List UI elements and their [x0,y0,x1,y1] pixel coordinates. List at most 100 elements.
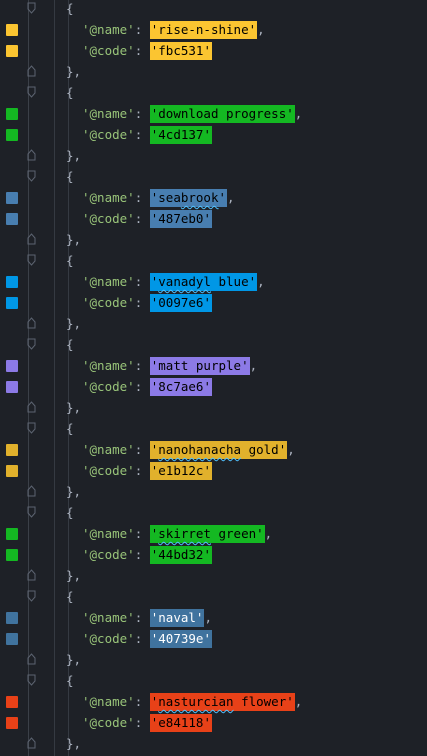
name-property: '@name': 'rise-n-shine', [82,19,265,40]
spelling-warning[interactable]: nasturcian [158,694,234,709]
color-name-value: 'nanohanacha gold' [149,441,288,459]
color-name-value: 'matt purple' [149,357,250,375]
fold-toggle-icon[interactable] [27,254,36,266]
colon: : [134,190,150,205]
color-swatch-icon[interactable] [6,24,18,36]
name-property-line: '@name': 'seabrook', [0,187,427,208]
color-swatch-icon[interactable] [6,696,18,708]
code-property-line: '@code': 'e1b12c' [0,460,427,481]
open-brace: { [66,1,74,16]
color-swatch-icon[interactable] [6,129,18,141]
fold-end-icon[interactable] [27,65,36,77]
spelling-warning[interactable]: vanadyl [158,274,211,289]
close-brace: }, [66,64,82,79]
colon: : [134,715,150,730]
colon: : [134,106,150,121]
color-code-value: '44bd32' [149,546,212,564]
colon: : [134,694,150,709]
spelling-warning[interactable]: brook [180,190,219,205]
color-swatch-icon[interactable] [6,381,18,393]
color-swatch-icon[interactable] [6,717,18,729]
gutter-divider [28,0,29,756]
fold-toggle-icon[interactable] [27,422,36,434]
color-swatch-icon[interactable] [6,213,18,225]
fold-toggle-icon[interactable] [27,590,36,602]
code-property-line: '@code': 'fbc531' [0,40,427,61]
name-key: '@name' [82,22,135,37]
fold-end-icon[interactable] [27,569,36,581]
fold-end-icon[interactable] [27,737,36,749]
fold-end-icon[interactable] [27,149,36,161]
color-swatch-icon[interactable] [6,108,18,120]
code-key: '@code' [82,127,135,142]
close-brace: }, [66,736,82,751]
code-property: '@code': '40739e' [82,628,212,649]
comma: , [204,610,212,625]
object-open-line: { [0,250,427,271]
code-key: '@code' [82,463,135,478]
color-swatch-icon[interactable] [6,528,18,540]
color-code-value: '40739e' [149,630,212,648]
object-close-line: }, [0,481,427,502]
color-swatch-icon[interactable] [6,192,18,204]
fold-toggle-icon[interactable] [27,86,36,98]
color-name-value: 'rise-n-shine' [149,21,258,39]
colon: : [134,379,150,394]
fold-toggle-icon[interactable] [27,674,36,686]
close-brace: }, [66,148,82,163]
fold-toggle-icon[interactable] [27,338,36,350]
color-swatch-icon[interactable] [6,276,18,288]
fold-toggle-icon[interactable] [27,2,36,14]
color-swatch-icon[interactable] [6,360,18,372]
colon: : [134,295,150,310]
open-brace: { [66,505,74,520]
color-code-value: '0097e6' [149,294,212,312]
comma: , [264,526,273,541]
color-code-value: 'e84118' [149,714,212,732]
spelling-warning[interactable]: nanohanacha [158,442,242,457]
open-brace: { [66,253,74,268]
color-swatch-icon[interactable] [6,297,18,309]
comma: , [257,22,265,37]
color-swatch-icon[interactable] [6,444,18,456]
object-close-line: }, [0,145,427,166]
object-close-line: }, [0,733,427,754]
fold-end-icon[interactable] [27,653,36,665]
comma: , [249,358,258,373]
fold-end-icon[interactable] [27,401,36,413]
colon: : [134,43,150,58]
code-property: '@code': 'fbc531' [82,40,212,61]
colon: : [134,631,150,646]
colon: : [134,358,150,373]
colon: : [134,526,150,541]
fold-end-icon[interactable] [27,233,36,245]
open-brace: { [66,673,74,688]
fold-toggle-icon[interactable] [27,170,36,182]
color-swatch-icon[interactable] [6,465,18,477]
color-swatch-icon[interactable] [6,549,18,561]
code-property: '@code': '44bd32' [82,544,212,565]
colon: : [134,127,150,142]
fold-toggle-icon[interactable] [27,506,36,518]
object-close-line: }, [0,397,427,418]
name-key: '@name' [82,190,135,205]
color-code-value: 'e1b12c' [149,462,212,480]
object-open-line: { [0,586,427,607]
color-swatch-icon[interactable] [6,45,18,57]
comma: , [294,694,303,709]
color-swatch-icon[interactable] [6,633,18,645]
name-property-line: '@name': 'naval', [0,607,427,628]
color-name-value: 'nasturcian flower' [149,693,295,711]
fold-end-icon[interactable] [27,317,36,329]
fold-end-icon[interactable] [27,485,36,497]
code-property: '@code': '487eb0' [82,208,212,229]
object-open-line: { [0,334,427,355]
close-brace: }, [66,232,82,247]
spelling-warning[interactable]: skirret [158,526,211,541]
color-swatch-icon[interactable] [6,612,18,624]
open-brace: { [66,337,74,352]
object-close-line: }, [0,649,427,670]
name-property-line: '@name': 'rise-n-shine', [0,19,427,40]
open-brace: { [66,85,74,100]
